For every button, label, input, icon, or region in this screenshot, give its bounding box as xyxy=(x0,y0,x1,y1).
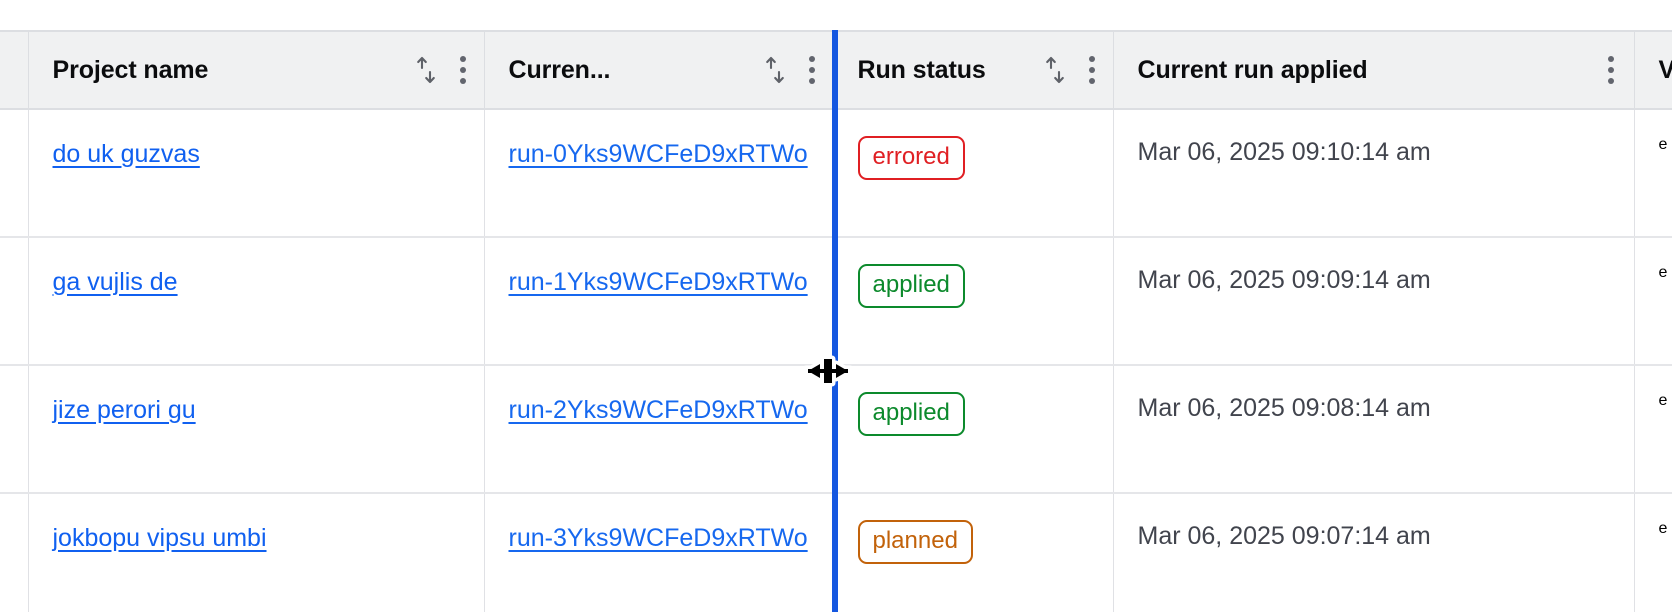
row-select-cell[interactable] xyxy=(0,365,29,494)
table-row: ga vujlis de run-1Yks9WCFeD9xRTWo applie… xyxy=(0,237,1672,366)
header-tools-run-status xyxy=(1043,55,1113,85)
cell-current-run: run-1Yks9WCFeD9xRTWo xyxy=(484,237,834,366)
current-run-link[interactable]: run-1Yks9WCFeD9xRTWo xyxy=(508,268,808,296)
kebab-menu-icon[interactable] xyxy=(808,55,815,85)
kebab-menu-icon[interactable] xyxy=(1088,55,1095,85)
sort-arrows-icon[interactable] xyxy=(1043,55,1067,85)
cell-current-run: run-3Yks9WCFeD9xRTWo xyxy=(484,493,834,612)
table-row: jize perori gu run-2Yks9WCFeD9xRTWo appl… xyxy=(0,365,1672,494)
current-run-link[interactable]: run-0Yks9WCFeD9xRTWo xyxy=(508,140,808,168)
status-badge: errored xyxy=(857,136,965,180)
truncated-cell-text: e xyxy=(1658,520,1668,537)
row-select-cell[interactable] xyxy=(0,237,29,366)
cell-current-run-applied: Mar 06, 2025 09:07:14 am xyxy=(1113,493,1635,612)
cell-project-name: jokbopu vipsu umbi xyxy=(28,493,485,612)
cell-current-run-applied: Mar 06, 2025 09:09:14 am xyxy=(1113,237,1635,366)
table-row: do uk guzvas run-0Yks9WCFeD9xRTWo errore… xyxy=(0,109,1672,238)
column-header-label-run-status: Run status xyxy=(857,55,986,84)
current-run-applied-timestamp: Mar 06, 2025 09:08:14 am xyxy=(1137,394,1431,422)
column-header-run-status[interactable]: Run status xyxy=(833,30,1114,110)
cell-project-name: jize perori gu xyxy=(28,365,485,494)
sort-arrows-icon[interactable] xyxy=(414,55,438,85)
current-run-applied-timestamp: Mar 06, 2025 09:07:14 am xyxy=(1137,522,1431,550)
cell-truncated: e xyxy=(1634,365,1672,494)
column-header-truncated[interactable]: V xyxy=(1634,30,1672,110)
column-header-label-project-name: Project name xyxy=(52,55,209,84)
current-run-link[interactable]: run-2Yks9WCFeD9xRTWo xyxy=(508,396,808,424)
project-name-link[interactable]: do uk guzvas xyxy=(52,140,200,168)
row-select-cell[interactable] xyxy=(0,493,29,612)
header-row: Project name xyxy=(0,30,1672,110)
cell-project-name: ga vujlis de xyxy=(28,237,485,366)
column-header-select[interactable] xyxy=(0,30,29,110)
cell-current-run-applied: Mar 06, 2025 09:10:14 am xyxy=(1113,109,1635,238)
cell-run-status: planned xyxy=(833,493,1114,612)
cell-run-status: errored xyxy=(833,109,1114,238)
current-run-applied-timestamp: Mar 06, 2025 09:10:14 am xyxy=(1137,138,1431,166)
table-body: do uk guzvas run-0Yks9WCFeD9xRTWo errore… xyxy=(0,109,1672,612)
cell-current-run: run-2Yks9WCFeD9xRTWo xyxy=(484,365,834,494)
project-name-link[interactable]: jokbopu vipsu umbi xyxy=(52,524,267,552)
cell-project-name: do uk guzvas xyxy=(28,109,485,238)
cell-run-status: applied xyxy=(833,237,1114,366)
status-badge: applied xyxy=(857,264,965,308)
column-header-label-current-run-applied: Current run applied xyxy=(1137,55,1368,84)
row-select-cell[interactable] xyxy=(0,109,29,238)
column-header-project-name[interactable]: Project name xyxy=(28,30,485,110)
truncated-cell-text: e xyxy=(1658,136,1668,153)
table-row: jokbopu vipsu umbi run-3Yks9WCFeD9xRTWo … xyxy=(0,493,1672,612)
status-badge: planned xyxy=(857,520,973,564)
project-name-link[interactable]: jize perori gu xyxy=(52,396,196,424)
kebab-menu-icon[interactable] xyxy=(459,55,466,85)
sort-arrows-icon[interactable] xyxy=(763,55,787,85)
cell-truncated: e xyxy=(1634,237,1672,366)
header-tools-current-run xyxy=(763,55,833,85)
current-run-link[interactable]: run-3Yks9WCFeD9xRTWo xyxy=(508,524,808,552)
column-header-label-current-run: Curren... xyxy=(508,55,611,84)
column-header-current-run[interactable]: Curren... xyxy=(484,30,834,110)
cell-truncated: e xyxy=(1634,109,1672,238)
truncated-cell-text: e xyxy=(1658,392,1668,409)
column-header-current-run-applied[interactable]: Current run applied xyxy=(1113,30,1635,110)
column-header-label-truncated: V xyxy=(1659,56,1672,84)
cell-current-run: run-0Yks9WCFeD9xRTWo xyxy=(484,109,834,238)
kebab-menu-icon[interactable] xyxy=(1607,55,1614,85)
project-name-link[interactable]: ga vujlis de xyxy=(52,268,178,296)
projects-table: Project name xyxy=(0,30,1672,612)
current-run-applied-timestamp: Mar 06, 2025 09:09:14 am xyxy=(1137,266,1431,294)
table-header: Project name xyxy=(0,30,1672,110)
header-tools-current-run-applied xyxy=(1607,55,1634,85)
status-badge: applied xyxy=(857,392,965,436)
header-tools-project-name xyxy=(414,55,484,85)
truncated-cell-text: e xyxy=(1658,264,1668,281)
cell-current-run-applied: Mar 06, 2025 09:08:14 am xyxy=(1113,365,1635,494)
cell-truncated: e xyxy=(1634,493,1672,612)
cell-run-status: applied xyxy=(833,365,1114,494)
